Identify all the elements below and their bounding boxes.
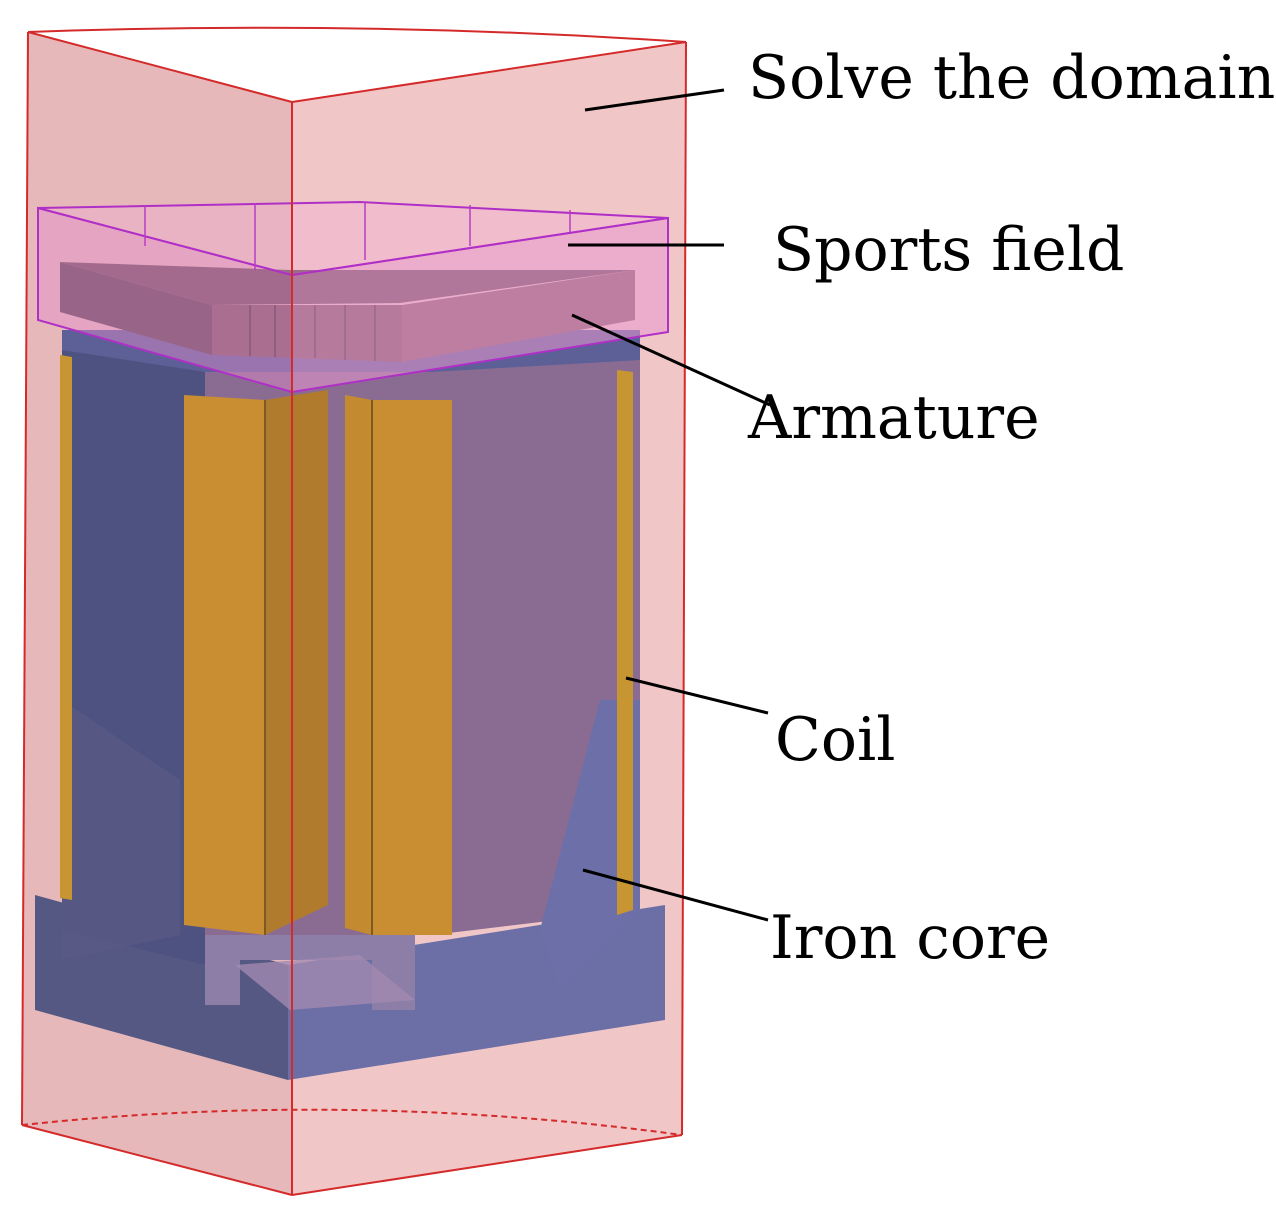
iron-core — [35, 330, 665, 1080]
label-solve-domain: Solve the domain — [748, 43, 1275, 113]
label-armature: Armature — [747, 383, 1040, 453]
labels: Solve the domain Sports field Armature C… — [747, 43, 1275, 973]
sports-field-top-face — [37, 200, 669, 277]
leader-solve-domain — [584, 88, 725, 112]
coil-front-left-side — [265, 390, 328, 935]
solve-domain-edges — [21, 26, 687, 1196]
sports-field — [37, 200, 669, 394]
coil-front-left — [184, 395, 265, 935]
iron-core-left-shadow — [62, 700, 180, 960]
label-iron-core: Iron core — [770, 903, 1050, 973]
coil-group — [60, 355, 633, 935]
leader-armature — [571, 313, 771, 407]
leader-iron-core — [582, 868, 769, 922]
iron-core-right-shadow — [540, 700, 640, 990]
label-coil: Coil — [775, 705, 895, 775]
leader-lines — [568, 88, 771, 922]
coil-front-right-face — [372, 400, 452, 935]
coil-left-outer — [60, 355, 72, 900]
armature-left-face — [60, 262, 212, 355]
label-sports-field: Sports field — [773, 215, 1124, 285]
coil-right-outer — [617, 370, 633, 915]
coil-front-right — [345, 395, 372, 935]
iron-core-center-top — [235, 955, 415, 1010]
leader-coil — [625, 676, 769, 715]
iron-core-center-post — [205, 935, 415, 1010]
sports-field-segment-lines — [144, 202, 571, 270]
